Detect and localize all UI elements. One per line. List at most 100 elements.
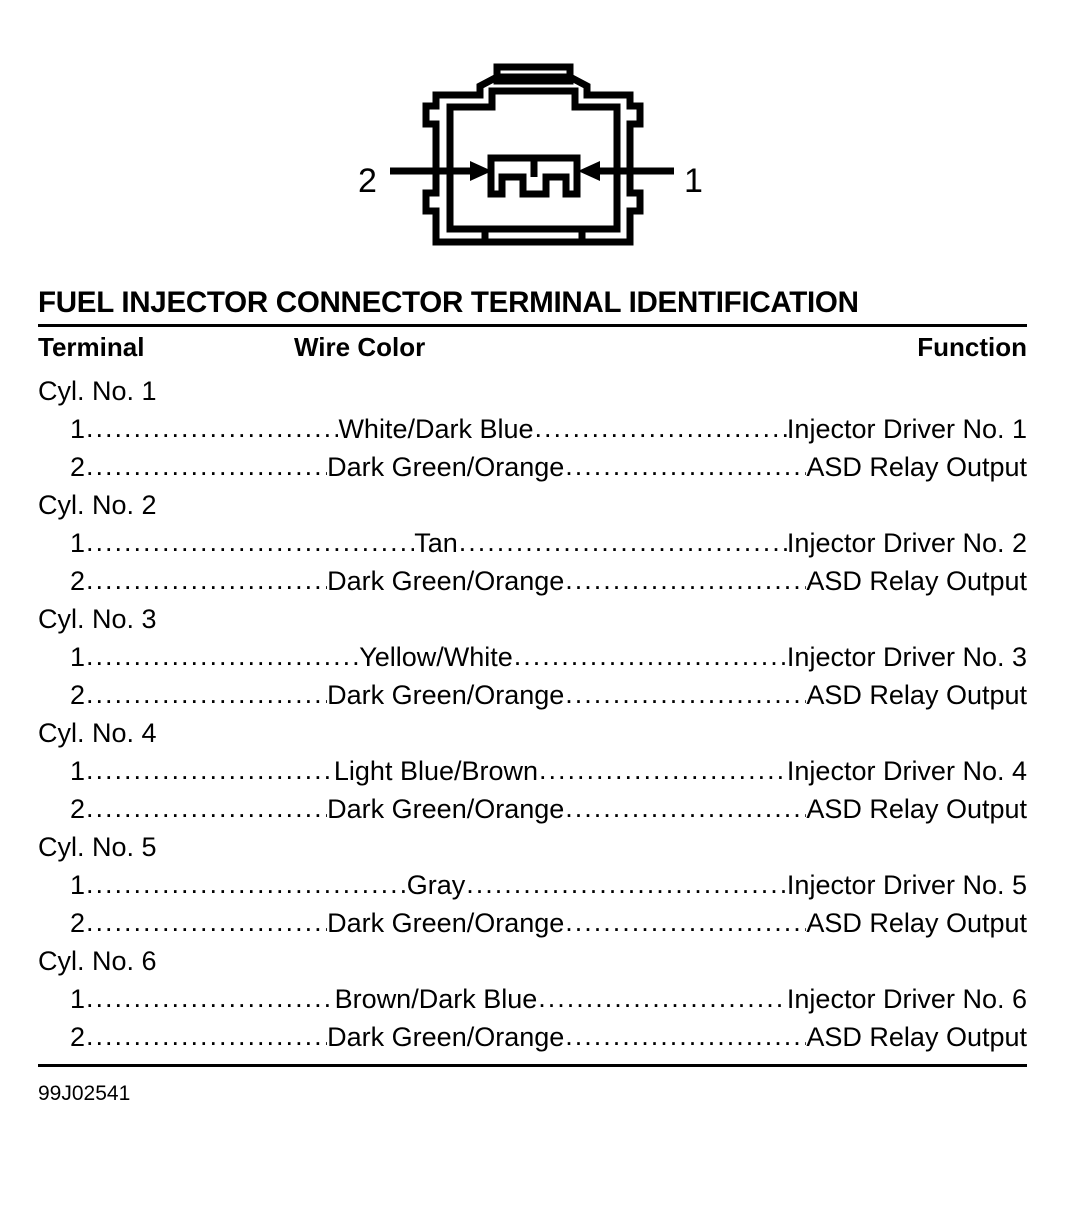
dot-leader [85, 561, 327, 599]
column-header-terminal: Terminal [38, 332, 145, 362]
connector-inner-shell [446, 87, 621, 233]
table-header-row: Terminal Wire Color Function [38, 332, 1027, 372]
wire-color-value: Tan [414, 528, 458, 558]
dot-leader [513, 637, 787, 675]
wire-color-value: Dark Green/Orange [327, 1022, 565, 1052]
wire-color-value: Light Blue/Brown [333, 756, 539, 786]
table-row: 2 Dark Green/Orange ASD Relay Output [38, 1018, 1027, 1056]
function-value: Injector Driver No. 2 [786, 528, 1027, 558]
arrow-left-icon [578, 161, 674, 181]
terminal-number: 1 [70, 756, 86, 786]
function-value: ASD Relay Output [806, 1022, 1027, 1052]
dot-leader [85, 447, 327, 485]
cylinder-group: Cyl. No. 5 1 Gray Injector Driver No. 5 2 Dar… [38, 828, 1027, 942]
function-value: Injector Driver No. 3 [786, 642, 1027, 672]
table-row: 1 White/Dark Blue Injector Driver No. 1 [38, 410, 1027, 448]
cylinder-label: Cyl. No. 1 [38, 376, 157, 406]
dot-leader [458, 523, 787, 561]
terminal-number: 2 [70, 566, 86, 596]
table-row: 2 Dark Green/Orange ASD Relay Output [38, 676, 1027, 714]
cylinder-label: Cyl. No. 2 [38, 490, 157, 520]
dot-leader [564, 675, 806, 713]
column-header-wire-color: Wire Color [294, 332, 426, 362]
dot-leader [85, 637, 359, 675]
connector-diagram-svg: 2 1 [358, 63, 703, 246]
wire-color-value: Brown/Dark Blue [334, 984, 538, 1014]
terminal-number: 1 [70, 528, 86, 558]
dot-leader [564, 561, 806, 599]
dot-leader [564, 1017, 806, 1055]
wire-color-value: Dark Green/Orange [327, 794, 565, 824]
wire-color-value: Yellow/White [359, 642, 513, 672]
terminal-number: 1 [70, 870, 86, 900]
terminal-number: 1 [70, 414, 86, 444]
dot-leader [85, 675, 327, 713]
dot-leader [564, 789, 806, 827]
cylinder-label: Cyl. No. 5 [38, 832, 157, 862]
title-rule [38, 324, 1027, 327]
connector-figure: 2 1 [0, 46, 1065, 271]
table-row: 2Dark Green/OrangeASD Relay Output [38, 790, 1027, 828]
terminal-number: 2 [70, 1022, 86, 1052]
wire-color-value: White/Dark Blue [338, 414, 534, 444]
table-row: 1 Light Blue/Brown Injector Driver No. 4 [38, 752, 1027, 790]
column-header-function: Function [917, 332, 1027, 362]
cylinder-groups: Cyl. No. 11White/Dark BlueInjector Drive… [38, 372, 1027, 1056]
dot-leader [85, 789, 327, 827]
function-value: Injector Driver No. 5 [786, 870, 1027, 900]
callout-label-2: 2 [358, 162, 377, 200]
function-value: Injector Driver No. 4 [786, 756, 1027, 786]
dot-leader [564, 447, 806, 485]
wire-color-value: Dark Green/Orange [327, 680, 565, 710]
function-value: Injector Driver No. 6 [786, 984, 1027, 1014]
dot-leader [85, 979, 335, 1017]
wire-color-value: Dark Green/Orange [327, 566, 565, 596]
table-row: 1 Brown/Dark Blue Injector Driver No. 6 [38, 980, 1027, 1018]
table-row: 2 Dark Green/Orange ASD Relay Output [38, 562, 1027, 600]
connector-outer-shell [422, 73, 644, 246]
wire-color-value: Gray [406, 870, 466, 900]
wire-color-value: Dark Green/Orange [327, 908, 565, 938]
terminal-number: 2 [70, 680, 86, 710]
wire-color-value: Dark Green/Orange [327, 452, 565, 482]
function-value: Injector Driver No. 1 [786, 414, 1027, 444]
figure-reference-code: 99J02541 [38, 1082, 131, 1105]
cylinder-group: Cyl. No. 6 1 Brown/Dark Blue Injector Drive… [38, 942, 1027, 1056]
dot-leader [85, 409, 338, 447]
terminal-identification-table: FUEL INJECTOR CONNECTOR TERMINAL IDENTIF… [38, 286, 1027, 1107]
function-value: ASD Relay Output [806, 452, 1027, 482]
connector-bottom-notches [481, 229, 586, 242]
page-title: FUEL INJECTOR CONNECTOR TERMINAL IDENTIF… [38, 286, 859, 319]
dot-leader [564, 903, 806, 941]
terminal-cavity-group [487, 154, 581, 198]
terminal-number: 1 [70, 642, 86, 672]
table-row: 1 Tan Injector Driver No. 2 [38, 524, 1027, 562]
terminal-number: 2 [70, 908, 86, 938]
cylinder-label: Cyl. No. 4 [38, 718, 157, 748]
callout-label-1: 1 [684, 162, 703, 200]
cylinder-group: Cyl. No. 3 1 Yellow/White Injector Driver N… [38, 600, 1027, 714]
terminal-number: 1 [70, 984, 86, 1014]
cylinder-label: Cyl. No. 6 [38, 946, 157, 976]
terminal-number: 2 [70, 452, 86, 482]
table-row: 2 Dark Green/Orange ASD Relay Output [38, 904, 1027, 942]
cylinder-group: Cyl. No. 1 1 White/Dark Blue Injector Drive… [38, 372, 1027, 486]
table-row: 2 Dark Green/Orange ASD Relay Output [38, 448, 1027, 486]
dot-leader [85, 751, 334, 789]
function-value: ASD Relay Output [806, 680, 1027, 710]
arrow-right-icon [390, 161, 492, 181]
dot-leader [85, 1017, 327, 1055]
dot-leader [85, 865, 407, 903]
dot-leader [538, 751, 787, 789]
table-row: 1 Yellow/White Injector Driver No. 3 [38, 638, 1027, 676]
dot-leader [534, 409, 787, 447]
cylinder-label: Cyl. No. 3 [38, 604, 157, 634]
dot-leader [85, 523, 414, 561]
function-value: ASD Relay Output [806, 908, 1027, 938]
function-value: ASD Relay Output [806, 566, 1027, 596]
dot-leader [465, 865, 787, 903]
table-bottom-rule [38, 1064, 1027, 1067]
connector-top-tab [493, 63, 574, 85]
function-value: ASD Relay Output [806, 794, 1027, 824]
cylinder-group: Cyl. No. 4 1 Light Blue/Brown Injector Driv… [38, 714, 1027, 828]
